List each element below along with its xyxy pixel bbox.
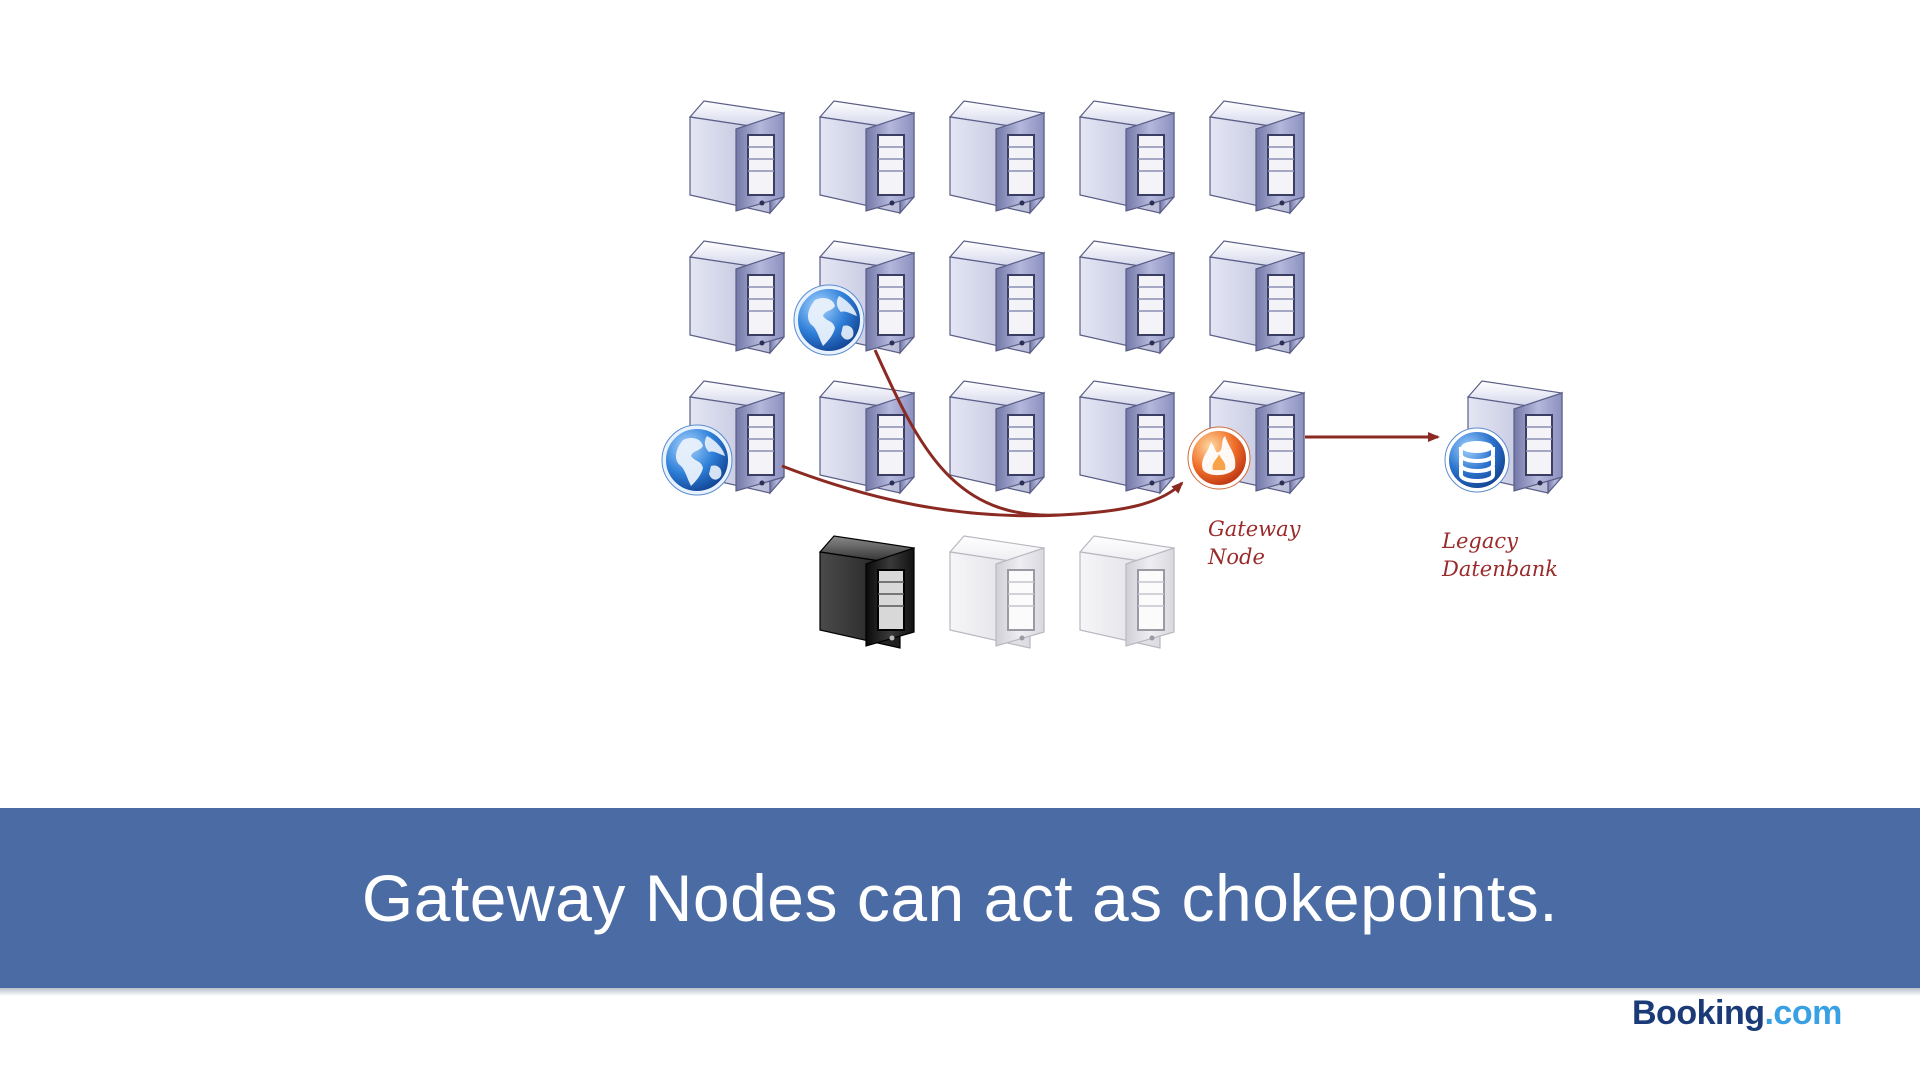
server-r0-c4: [1209, 100, 1305, 214]
firewall-icon: [1186, 425, 1252, 491]
gateway-label: Gateway Node: [1207, 517, 1307, 569]
network-diagram: Gateway Node Legacy Datenbank: [660, 100, 1563, 649]
server-r2-c1: [819, 380, 915, 494]
server-r2-c2: [949, 380, 1045, 494]
server-black-r3-c1: [819, 535, 915, 649]
arrow-globe-r2-to-gateway: [781, 464, 1061, 518]
server-faded-r3-c3: [1079, 535, 1175, 649]
booking-logo: Booking.com: [1632, 994, 1842, 1033]
legacy-label: Legacy Datenbank: [1441, 529, 1558, 581]
server-r0-c2: [949, 100, 1045, 214]
server-r2-c3: [1079, 380, 1175, 494]
server-r0-c0: [689, 100, 785, 214]
arrow-globe-r1-to-gateway: [873, 349, 1184, 517]
server-faded-r3-c2: [949, 535, 1045, 649]
caption-banner: Gateway Nodes can act as chokepoints.: [0, 808, 1920, 988]
server-r1-c0: [689, 240, 785, 354]
logo-brand: Booking: [1632, 994, 1765, 1032]
database-icon: [1443, 426, 1511, 494]
server-r1-c2: [949, 240, 1045, 354]
server-r0-c1: [819, 100, 915, 214]
server-r1-c4: [1209, 240, 1305, 354]
logo-tld: .com: [1764, 994, 1842, 1032]
slide-caption: Gateway Nodes can act as chokepoints.: [361, 861, 1559, 935]
globe-icon: [792, 283, 866, 357]
banner-shadow: [0, 988, 1920, 996]
globe-icon: [660, 423, 734, 497]
server-r1-c3: [1079, 240, 1175, 354]
server-r0-c3: [1079, 100, 1175, 214]
